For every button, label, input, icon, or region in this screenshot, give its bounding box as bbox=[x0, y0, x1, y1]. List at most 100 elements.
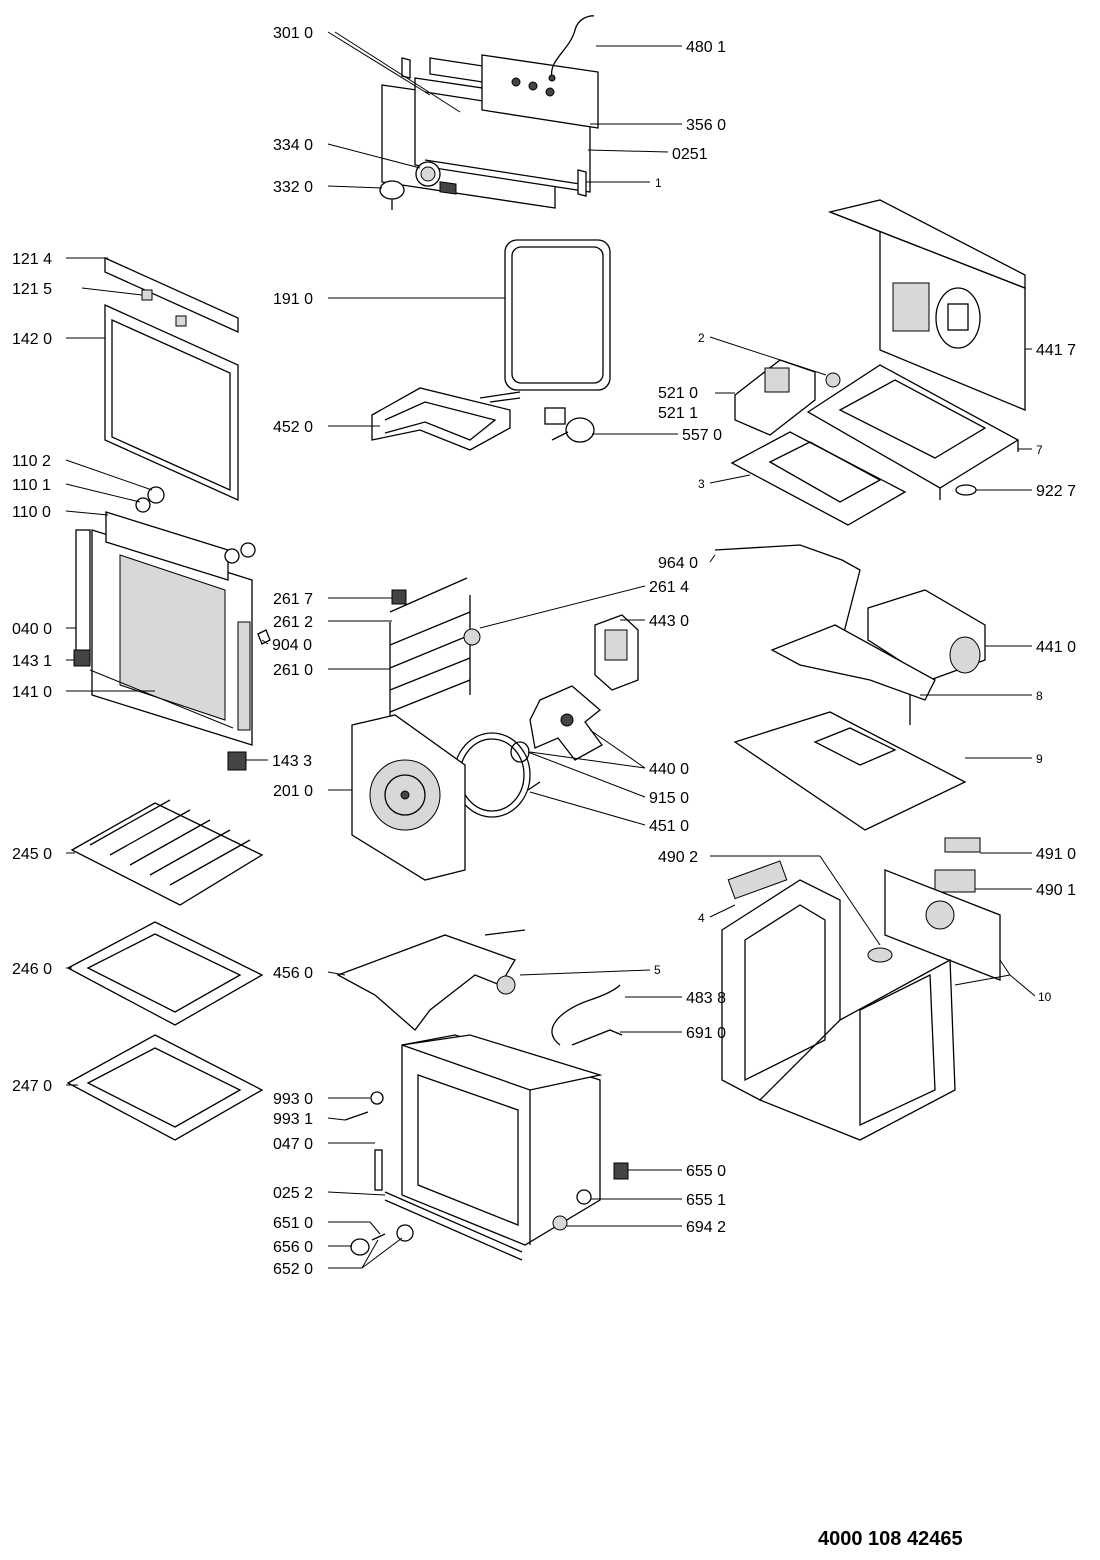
inner-glass-drawing bbox=[104, 303, 239, 502]
hinge-drawing bbox=[73, 529, 271, 771]
tangential-fan-drawing bbox=[867, 589, 986, 681]
label-694-2: 694 2 bbox=[686, 1219, 726, 1236]
knob-bezel-drawing bbox=[396, 1224, 414, 1242]
outer-casing-drawing bbox=[721, 860, 1001, 1141]
door-seal-drawing bbox=[504, 239, 611, 391]
cooling-duct-pipe-drawing bbox=[714, 544, 861, 641]
label-143-3: 143 3 bbox=[272, 753, 312, 770]
label-261-7: 261 7 bbox=[273, 591, 313, 608]
label-490-2: 490 2 bbox=[658, 849, 698, 866]
control-board bbox=[481, 54, 599, 129]
label-456-0: 456 0 bbox=[273, 965, 313, 982]
connector-drawing bbox=[934, 869, 976, 893]
label-904-0: 904 0 bbox=[272, 637, 312, 654]
label-261-4: 261 4 bbox=[649, 579, 689, 596]
display-window-left bbox=[439, 181, 457, 195]
label-480-1: 480 1 bbox=[686, 39, 726, 56]
top-cover-drawing bbox=[827, 199, 1026, 411]
label-191-0: 191 0 bbox=[273, 291, 313, 308]
lamp-drawing bbox=[552, 1215, 568, 1231]
wire-harness bbox=[550, 15, 595, 79]
lower-element-drawing bbox=[336, 929, 526, 1031]
label-8: 8 bbox=[1036, 689, 1043, 703]
top-element-drawing bbox=[371, 387, 521, 451]
washer-drawing bbox=[955, 484, 977, 496]
label-922-7: 922 7 bbox=[1036, 483, 1076, 500]
label-261-0: 261 0 bbox=[273, 662, 313, 679]
insulation-plate-drawing bbox=[733, 711, 967, 831]
deep-tray-drawing bbox=[66, 1034, 264, 1141]
label-452-0: 452 0 bbox=[273, 419, 313, 436]
label-651-0: 651 0 bbox=[273, 1215, 313, 1232]
label-1: 1 bbox=[655, 176, 662, 190]
label-110-2: 110 2 bbox=[12, 453, 51, 470]
label-521-0: 521 0 bbox=[658, 385, 698, 402]
label-332-0: 332 0 bbox=[273, 179, 313, 196]
label-490-1: 490 1 bbox=[1036, 882, 1076, 899]
door-switch-drawing bbox=[613, 1162, 629, 1180]
label-655-0: 655 0 bbox=[686, 1163, 726, 1180]
callout-labels: 301 0 480 1 356 0 0251 334 0 332 0 1 121… bbox=[12, 25, 1076, 1278]
label-652-0: 652 0 bbox=[273, 1261, 313, 1278]
label-655-1: 655 1 bbox=[686, 1192, 726, 1209]
terminal-block-drawing bbox=[944, 837, 981, 853]
label-440-0: 440 0 bbox=[649, 761, 689, 778]
control-knob-drawing bbox=[350, 1238, 370, 1256]
label-656-0: 656 0 bbox=[273, 1239, 313, 1256]
shelf-guide-drawing bbox=[389, 577, 471, 720]
label-334-0: 334 0 bbox=[273, 137, 313, 154]
label-143-1: 143 1 bbox=[12, 653, 52, 670]
label-2: 2 bbox=[698, 331, 705, 345]
label-491-0: 491 0 bbox=[1036, 846, 1076, 863]
thermostat-drawing bbox=[496, 975, 516, 995]
label-993-1: 993 1 bbox=[273, 1111, 313, 1128]
label-964-0: 964 0 bbox=[658, 555, 698, 572]
door-top-trim-drawing bbox=[104, 256, 239, 334]
label-121-4: 121 4 bbox=[12, 251, 52, 268]
foot-drawing bbox=[370, 1091, 384, 1105]
screw-drawing bbox=[344, 1111, 369, 1121]
air-duct-drawing bbox=[770, 624, 936, 725]
bracket-drawing bbox=[374, 1149, 383, 1191]
label-5: 5 bbox=[654, 963, 661, 977]
label-4: 4 bbox=[698, 911, 705, 925]
document-number: 4000 108 42465 bbox=[818, 1528, 963, 1550]
power-cord-drawing bbox=[551, 984, 621, 1046]
label-7: 7 bbox=[1036, 443, 1043, 457]
label-047-0: 047 0 bbox=[273, 1136, 313, 1153]
oven-cavity-drawing bbox=[384, 1034, 603, 1261]
label-110-0: 110 0 bbox=[12, 504, 51, 521]
label-9: 9 bbox=[1036, 752, 1043, 766]
label-261-2: 261 2 bbox=[273, 614, 313, 631]
lamp-cover-drawing bbox=[463, 628, 481, 646]
label-247-0: 247 0 bbox=[12, 1078, 52, 1095]
back-panel-drawing bbox=[351, 714, 466, 881]
fan-assembly-drawing bbox=[453, 614, 639, 818]
label-142-0: 142 0 bbox=[12, 331, 52, 348]
label-441-7: 441 7 bbox=[1036, 342, 1076, 359]
electronic-module-drawing bbox=[734, 359, 841, 436]
sensor-drawing bbox=[571, 1029, 623, 1046]
label-121-5: 121 5 bbox=[12, 281, 52, 298]
label-245-0: 245 0 bbox=[12, 846, 52, 863]
label-0251: 0251 bbox=[672, 146, 708, 163]
label-246-0: 246 0 bbox=[12, 961, 52, 978]
label-3: 3 bbox=[698, 477, 705, 491]
label-10: 10 bbox=[1038, 990, 1052, 1004]
switch-knob-drawing bbox=[576, 1189, 592, 1205]
baking-tray-drawing bbox=[66, 921, 264, 1026]
label-483-8: 483 8 bbox=[686, 990, 726, 1007]
label-110-1: 110 1 bbox=[12, 477, 51, 494]
leader-lines bbox=[65, 31, 1036, 1269]
label-141-0: 141 0 bbox=[12, 684, 52, 701]
label-301-0: 301 0 bbox=[273, 25, 313, 42]
label-557-0: 557 0 bbox=[682, 427, 722, 444]
label-521-1: 521 1 bbox=[658, 405, 698, 422]
label-201-0: 201 0 bbox=[273, 783, 313, 800]
knob-drawing bbox=[379, 161, 441, 210]
label-993-0: 993 0 bbox=[273, 1091, 313, 1108]
control-panel-drawing bbox=[381, 15, 599, 209]
label-356-0: 356 0 bbox=[686, 117, 726, 134]
label-443-0: 443 0 bbox=[649, 613, 689, 630]
